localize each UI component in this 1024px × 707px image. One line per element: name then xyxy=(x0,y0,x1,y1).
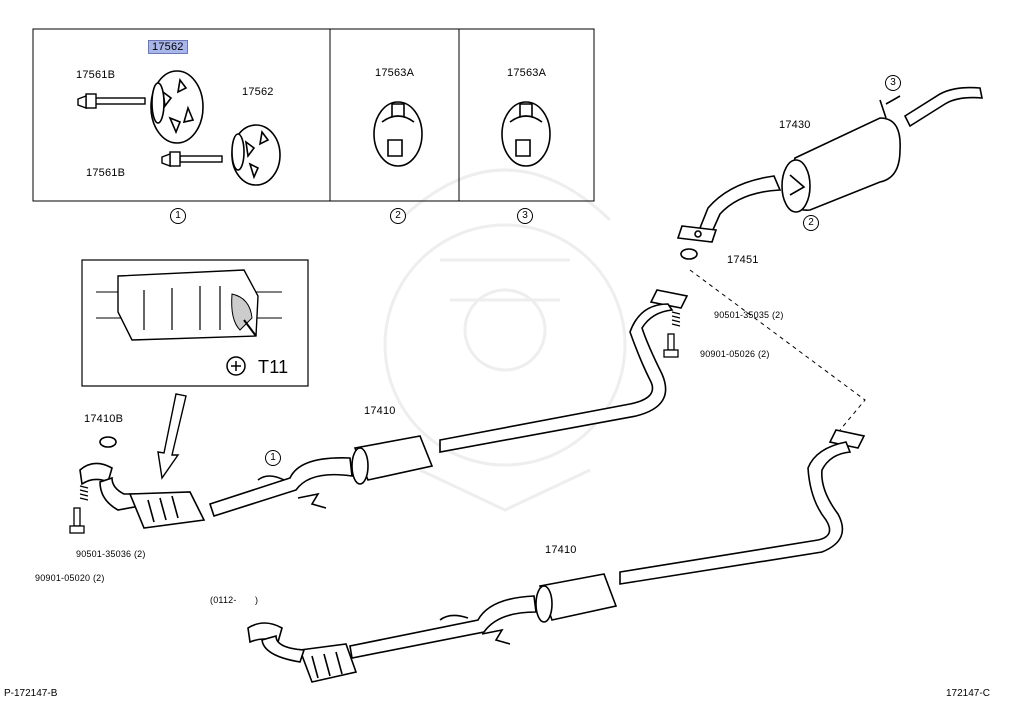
group-callout-1: 1 xyxy=(170,208,186,224)
muffler-callout-2: 2 xyxy=(803,215,819,231)
watermark-emblem xyxy=(383,168,627,512)
pipe-callout-1: 1 xyxy=(265,450,281,466)
front-pipe-lower xyxy=(247,429,866,683)
hanger-rubber-b-label[interactable]: 17562 xyxy=(242,86,274,98)
hanger-rubber-a-2 xyxy=(373,101,423,167)
front-pipe-upper xyxy=(208,289,689,518)
tail-callout-3: 3 xyxy=(885,75,901,91)
footer-left-code: P-172147-B xyxy=(4,688,58,699)
gasket-front xyxy=(99,436,117,448)
highlighted-part-label[interactable]: 17562 xyxy=(148,40,188,54)
inset-torque-label: T11 xyxy=(258,357,289,377)
arrow-inset-to-pipe xyxy=(157,393,187,480)
bolt-lower-label[interactable]: 90901-05020 (2) xyxy=(35,573,105,583)
hanger-bolt-upper-label[interactable]: 17561B xyxy=(76,69,116,81)
hanger-rubber-a-3 xyxy=(501,101,551,167)
gasket-rear-label[interactable]: 17451 xyxy=(727,254,759,266)
muffler-label[interactable]: 17430 xyxy=(779,119,811,131)
hanger-bolt-upper xyxy=(77,93,146,110)
hanger-rubber-a-3-label[interactable]: 17563A xyxy=(507,67,547,79)
bolt-upper-label[interactable]: 90901-05026 (2) xyxy=(700,349,770,359)
hanger-bolt-lower-label[interactable]: 17561B xyxy=(86,167,126,179)
front-pipe-upper-label[interactable]: 17410 xyxy=(364,405,396,417)
spring-bolt-upper xyxy=(663,311,681,358)
catalytic-converter-front xyxy=(79,462,206,529)
front-pipe-lower-label[interactable]: 17410 xyxy=(545,544,577,556)
gasket-rear xyxy=(680,248,698,260)
hanger-rubber-right xyxy=(231,124,281,186)
footer-right-code: 172147-C xyxy=(946,688,990,699)
muffler-assembly xyxy=(676,86,983,243)
gasket-front-label[interactable]: 17410B xyxy=(84,413,124,425)
hanger-group-frame xyxy=(32,28,595,202)
group-callout-3: 3 xyxy=(517,208,533,224)
spring-lower-label[interactable]: 90501-35036 (2) xyxy=(76,549,146,559)
hanger-rubber-upper xyxy=(150,70,204,144)
hanger-bolt-lower xyxy=(161,151,223,168)
date-range-label: (0112- ) xyxy=(210,595,259,605)
spring-bolt-lower xyxy=(69,485,89,534)
inset-panel xyxy=(81,259,309,387)
group-callout-2: 2 xyxy=(390,208,406,224)
hanger-rubber-a-2-label[interactable]: 17563A xyxy=(375,67,415,79)
dashed-connector xyxy=(689,269,866,431)
spring-upper-label[interactable]: 90501-35035 (2) xyxy=(714,310,784,320)
